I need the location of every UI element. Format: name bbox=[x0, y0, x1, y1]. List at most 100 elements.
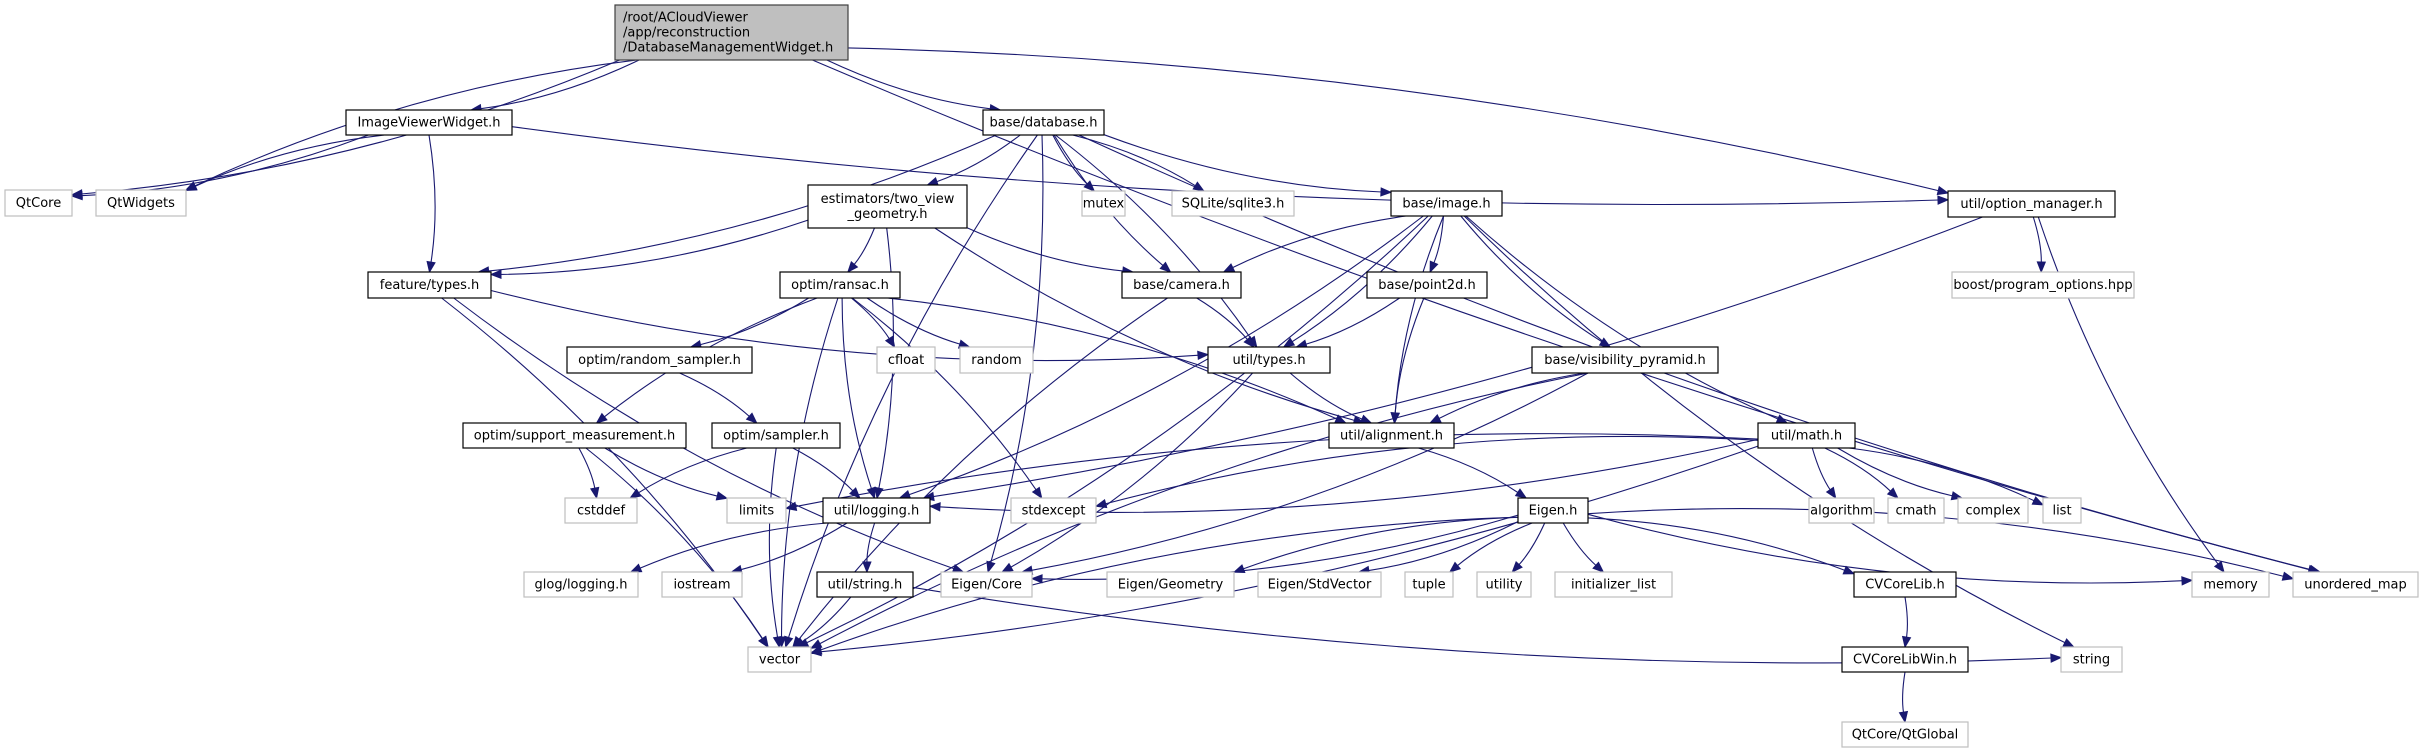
node-box bbox=[779, 271, 901, 299]
arrowhead-icon bbox=[1031, 486, 1043, 500]
arrowhead-icon bbox=[1197, 350, 1210, 360]
node-qtwidgets[interactable]: QtWidgets bbox=[95, 189, 187, 217]
node-tuple[interactable]: tuple bbox=[1404, 571, 1454, 598]
node-camera[interactable]: base/camera.h bbox=[1121, 271, 1242, 299]
node-logging[interactable]: util/logging.h bbox=[822, 497, 931, 524]
edge-math-to-list bbox=[1849, 447, 2036, 502]
node-box bbox=[1951, 271, 2135, 299]
node-label: cmath bbox=[1895, 504, 1936, 519]
node-cmath[interactable]: cmath bbox=[1887, 497, 1945, 524]
node-label: initializer_list bbox=[1571, 578, 1656, 593]
node-label: estimators/two_view bbox=[821, 192, 955, 207]
edge-utilstring-to-vector bbox=[801, 596, 852, 643]
node-featuretypes[interactable]: feature/types.h bbox=[367, 271, 492, 299]
arrowhead-icon bbox=[2036, 261, 2047, 274]
arrowhead-icon bbox=[1030, 574, 1043, 584]
edge-database-to-vector bbox=[787, 134, 1038, 639]
node-eigen[interactable]: Eigen.h bbox=[1517, 497, 1589, 524]
node-cvcorelibwin[interactable]: CVCoreLibWin.h bbox=[1841, 646, 1969, 673]
arrowhead-icon bbox=[1842, 565, 1856, 575]
node-complex[interactable]: complex bbox=[1957, 497, 2029, 524]
node-label: tuple bbox=[1412, 578, 1445, 593]
node-supportmeas[interactable]: optim/support_measurement.h bbox=[462, 422, 687, 449]
node-box bbox=[940, 571, 1033, 598]
node-cvcorelib[interactable]: CVCoreLib.h bbox=[1853, 571, 1957, 598]
node-database[interactable]: base/database.h bbox=[982, 109, 1105, 136]
node-box bbox=[614, 4, 849, 61]
edge-math-to-vector bbox=[819, 445, 1759, 653]
edge-imageviewer-to-qtwidgets bbox=[193, 134, 385, 188]
node-list[interactable]: list bbox=[2042, 497, 2082, 524]
node-glog[interactable]: glog/logging.h bbox=[523, 571, 639, 598]
node-box bbox=[1517, 497, 1589, 524]
arrowhead-icon bbox=[1511, 561, 1523, 573]
node-vispyramid[interactable]: base/visibility_pyramid.h bbox=[1531, 346, 1719, 374]
node-box bbox=[1081, 190, 1126, 217]
node-initlist[interactable]: initializer_list bbox=[1554, 571, 1673, 598]
node-mutex[interactable]: mutex bbox=[1081, 190, 1126, 217]
node-box bbox=[1531, 346, 1719, 374]
node-label: util/alignment.h bbox=[1340, 429, 1443, 444]
node-twoview[interactable]: estimators/two_view_geometry.h bbox=[807, 184, 968, 229]
node-utiltypes[interactable]: util/types.h bbox=[1207, 346, 1331, 374]
arrowhead-icon bbox=[70, 190, 83, 201]
node-string[interactable]: string bbox=[2060, 646, 2123, 673]
edge-ransac-to-stdexcept bbox=[851, 297, 1038, 491]
node-alignment[interactable]: util/alignment.h bbox=[1328, 422, 1455, 449]
arrowhead-icon bbox=[2062, 638, 2076, 648]
node-unorderedmap[interactable]: unordered_map bbox=[2292, 571, 2419, 598]
node-memory[interactable]: memory bbox=[2191, 571, 2270, 598]
node-utilstring[interactable]: util/string.h bbox=[816, 571, 914, 598]
arrowhead-icon bbox=[1232, 564, 1246, 574]
arrowhead-icon bbox=[1937, 195, 1950, 205]
edge-image-to-camera bbox=[1231, 215, 1406, 269]
node-image[interactable]: base/image.h bbox=[1390, 190, 1503, 217]
node-math[interactable]: util/math.h bbox=[1757, 422, 1856, 449]
edge-eigen-to-eigenstdvec bbox=[1367, 521, 1519, 572]
node-ransac[interactable]: optim/ransac.h bbox=[779, 271, 901, 299]
edge-eigen-to-initlist bbox=[1562, 522, 1597, 567]
arrowhead-icon bbox=[595, 412, 608, 424]
edge-math-to-complex bbox=[1837, 447, 1954, 497]
edge-utiltypes-to-alignment bbox=[1289, 372, 1364, 421]
arrowhead-icon bbox=[2181, 576, 2194, 586]
node-imageviewer[interactable]: ImageViewerWidget.h bbox=[345, 109, 513, 136]
node-algorithm[interactable]: algorithm bbox=[1808, 497, 1875, 524]
node-sqlite[interactable]: SQLite/sqlite3.h bbox=[1171, 190, 1295, 217]
node-utility[interactable]: utility bbox=[1476, 571, 1532, 598]
node-randomsampler[interactable]: optim/random_sampler.h bbox=[566, 346, 753, 374]
node-box bbox=[95, 189, 187, 217]
arrowhead-icon bbox=[1282, 337, 1296, 348]
node-box bbox=[1257, 571, 1382, 598]
node-sampler[interactable]: optim/sampler.h bbox=[711, 422, 841, 449]
arrowhead-icon bbox=[2050, 653, 2063, 663]
node-boostpo[interactable]: boost/program_options.hpp bbox=[1951, 271, 2135, 299]
node-optionmgr[interactable]: util/option_manager.h bbox=[1947, 190, 2116, 218]
node-label: optim/support_measurement.h bbox=[474, 429, 675, 444]
node-box bbox=[1841, 721, 1969, 748]
node-label: vector bbox=[759, 653, 801, 668]
node-cstddef[interactable]: cstddef bbox=[564, 497, 638, 524]
nodes-layer: /root/ACloudViewer/app/reconstruction/Da… bbox=[4, 4, 2419, 748]
node-vector[interactable]: vector bbox=[747, 646, 812, 673]
node-qtcore[interactable]: QtCore bbox=[4, 189, 73, 217]
node-eigencore[interactable]: Eigen/Core bbox=[940, 571, 1033, 598]
node-stdexcept[interactable]: stdexcept bbox=[1010, 497, 1097, 524]
node-box bbox=[1841, 646, 1969, 673]
node-box bbox=[4, 189, 73, 217]
node-box bbox=[1404, 571, 1454, 598]
node-qtglobal[interactable]: QtCore/QtGlobal bbox=[1841, 721, 1969, 748]
arrowhead-icon bbox=[2213, 560, 2225, 574]
edge-ransac-to-random bbox=[866, 297, 961, 345]
node-limits[interactable]: limits bbox=[726, 497, 787, 524]
node-iostream[interactable]: iostream bbox=[661, 571, 743, 598]
node-eigenstdvec[interactable]: Eigen/StdVector bbox=[1257, 571, 1382, 598]
node-cfloat[interactable]: cfloat bbox=[876, 346, 936, 374]
node-root[interactable]: /root/ACloudViewer/app/reconstruction/Da… bbox=[614, 4, 849, 61]
node-point2d[interactable]: base/point2d.h bbox=[1366, 271, 1488, 299]
arrowhead-icon bbox=[1429, 260, 1439, 274]
node-random[interactable]: random bbox=[959, 346, 1034, 374]
node-box bbox=[661, 571, 743, 598]
edge-twoview-to-featuretypes bbox=[499, 219, 809, 275]
node-eigengeom[interactable]: Eigen/Geometry bbox=[1106, 571, 1235, 598]
